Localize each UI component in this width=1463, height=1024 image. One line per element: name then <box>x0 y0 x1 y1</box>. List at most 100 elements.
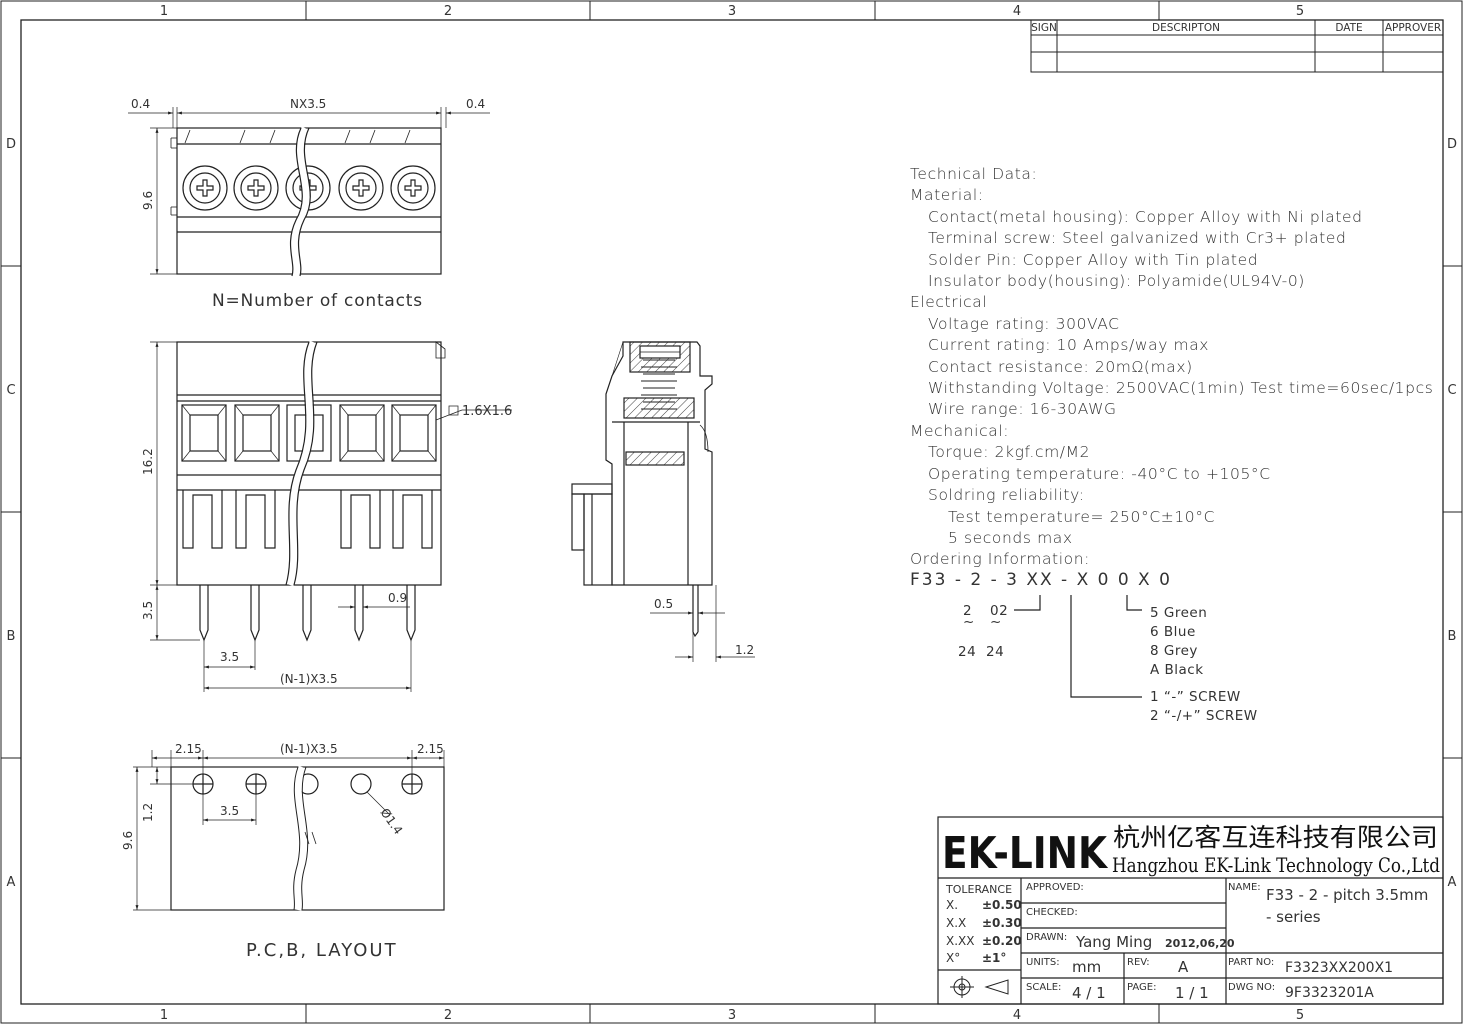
page-value: 1 / 1 <box>1175 984 1209 1002</box>
tech-line: Solder Pin: Copper Alloy with Tin plated <box>928 250 1259 269</box>
dim-pcb-right: 2.15 <box>417 742 444 756</box>
pcb-labels: 2.15 (N-1)X3.5 2.15 1.2 9.6 3.5 Ø1.4 P.C… <box>121 742 444 961</box>
dim-front-height: 16.2 <box>141 448 155 475</box>
part-no-label: PART NO: <box>1228 957 1274 968</box>
grid-row-label: B <box>1448 629 1457 644</box>
title-block <box>937 816 1444 1005</box>
page-label: PAGE: <box>1127 982 1157 993</box>
pcb-dimensions <box>133 750 445 911</box>
tech-line: Ordering Information: <box>910 550 1090 569</box>
grid-row-label: A <box>7 875 16 890</box>
scale-label: SCALE: <box>1026 982 1061 993</box>
tolerance-row-value: ±1° <box>982 951 1006 965</box>
tech-line: Torque: 2kgf.cm/M2 <box>928 443 1091 462</box>
tolerance-row-value: ±0.30 <box>982 916 1022 930</box>
ordering-code: F33 - 2 - 3 XX - X 0 0 X 0 <box>910 570 1172 590</box>
grid-labels: 1 2 3 4 5 1 2 3 4 5 D C B A D C B A <box>6 4 1457 1023</box>
grid-row-label: D <box>6 137 16 152</box>
ordering-screw-option: 2 “-/+” SCREW <box>1150 708 1258 724</box>
tech-line: Operating temperature: -40°C to +105°C <box>928 464 1271 483</box>
ordering-screw-option: 1 “-” SCREW <box>1150 689 1241 705</box>
side-view-labels: 0.5 1.2 <box>654 597 754 657</box>
units-value: mm <box>1072 958 1101 976</box>
front-view-labels: 16.2 3.5 1.6X1.6 0.9 3.5 (N-1)X3.5 <box>141 404 512 686</box>
part-name-line1: F33 - 2 - pitch 3.5mm <box>1266 886 1428 904</box>
grid-row-label: C <box>6 383 15 398</box>
tech-line: Contact(metal housing): Copper Alloy wit… <box>928 207 1363 226</box>
ordering-range-end: 24 <box>986 644 1005 660</box>
tech-line: 5 seconds max <box>948 528 1073 547</box>
dim-side-offset: 1.2 <box>735 643 754 657</box>
dim-top-pitch: NX3.5 <box>290 97 326 111</box>
tech-line: Voltage rating: 300VAC <box>928 314 1120 333</box>
ordering-range-tilde: ~ <box>963 614 975 630</box>
grid-col-label: 2 <box>444 4 452 19</box>
tech-line: Terminal screw: Steel galvanized with Cr… <box>928 229 1347 248</box>
ordering-color-option: 5 Green <box>1150 605 1208 621</box>
pcb-layout-caption: P.C,B, LAYOUT <box>246 940 398 961</box>
tolerance-row-value: ±0.20 <box>982 934 1022 948</box>
approved-label: APPROVED: <box>1026 882 1084 893</box>
dim-top-height: 9.6 <box>141 191 155 210</box>
technical-data: Technical Data: Material: Contact(metal … <box>910 164 1433 571</box>
drawn-label: DRAWN: <box>1026 932 1067 943</box>
part-no-value: F3323XX200X1 <box>1285 960 1393 976</box>
checked-label: CHECKED: <box>1026 907 1078 918</box>
rev-col-description: DESCRIPTON <box>1152 22 1220 34</box>
ordering-color-option: 8 Grey <box>1150 643 1198 659</box>
rev-col-date: DATE <box>1335 22 1362 34</box>
dim-top-right: 0.4 <box>466 97 485 111</box>
tech-line: Withstanding Voltage: 2500VAC(1min) Test… <box>928 379 1434 398</box>
grid-row-label: D <box>1447 137 1457 152</box>
pcb-layout <box>170 765 445 911</box>
dwg-no-label: DWG NO: <box>1228 982 1275 993</box>
name-label: NAME: <box>1228 882 1261 893</box>
screw-heads <box>182 165 436 211</box>
tech-line: Current rating: 10 Amps/way max <box>928 336 1210 355</box>
dim-front-total: (N-1)X3.5 <box>280 672 338 686</box>
tolerance-label: TOLERANCE <box>945 883 1012 896</box>
grid-col-label: 3 <box>728 1008 736 1023</box>
dim-top-left: 0.4 <box>131 97 150 111</box>
drawn-by: Yang Ming <box>1075 933 1152 951</box>
grid-col-label: 2 <box>444 1008 452 1023</box>
bottom-fins <box>182 490 433 549</box>
dim-front-pitch: 3.5 <box>220 650 239 664</box>
rev-col-approver: APPROVER <box>1385 22 1441 34</box>
front-view-dimensions <box>150 341 512 692</box>
dim-pin-width: 0.9 <box>388 591 407 605</box>
dim-pcb-height: 9.6 <box>121 831 135 850</box>
solder-pins <box>199 585 416 642</box>
revision-table: SIGN DESCRIPTON DATE APPROVER <box>1030 19 1444 73</box>
grid-row-label: A <box>1448 875 1457 890</box>
grid-col-label: 3 <box>728 4 736 19</box>
grid-col-label: 4 <box>1013 1008 1021 1023</box>
tech-line: Technical Data: <box>910 165 1038 183</box>
tech-line: Insulator body(housing): Polyamide(UL94V… <box>928 272 1305 291</box>
tech-line: Material: <box>910 186 984 205</box>
ordering-color-option: A Black <box>1150 662 1204 678</box>
side-view-dimensions <box>650 585 755 662</box>
ordering-range-end: 24 <box>958 644 977 660</box>
rev-label: REV: <box>1127 957 1150 968</box>
dim-pcb-hole: Ø1.4 <box>378 806 406 837</box>
tech-line: Test temperature= 250°C±10°C <box>948 507 1216 526</box>
dim-pcb-total: (N-1)X3.5 <box>280 742 338 756</box>
tech-line: Wire range: 16-30AWG <box>928 400 1117 419</box>
tech-line: Mechanical: <box>910 421 1010 440</box>
grid-col-label: 5 <box>1296 4 1304 19</box>
wire-entry-squares <box>181 404 437 462</box>
ordering-range-start: 2 <box>963 603 973 619</box>
title-block-text: EK-LINK 杭州亿客互连科技有限公司 Hangzhou EK-Link Te… <box>942 823 1440 1002</box>
tolerance-row-label: X.X <box>946 916 966 930</box>
dim-pcb-row: 1.2 <box>141 803 155 822</box>
ordering-leaders <box>1014 595 1142 698</box>
tolerance-row-label: X. <box>946 898 958 912</box>
tolerance-row-label: X° <box>946 951 960 965</box>
projection-symbol-icon <box>950 976 1009 998</box>
rev-col-sign: SIGN <box>1031 22 1057 34</box>
company-name-en: Hangzhou EK-Link Technology Co.,Ltd <box>1112 853 1440 877</box>
tech-line: Electrical <box>910 293 988 312</box>
dim-pcb-pitch: 3.5 <box>220 804 239 818</box>
